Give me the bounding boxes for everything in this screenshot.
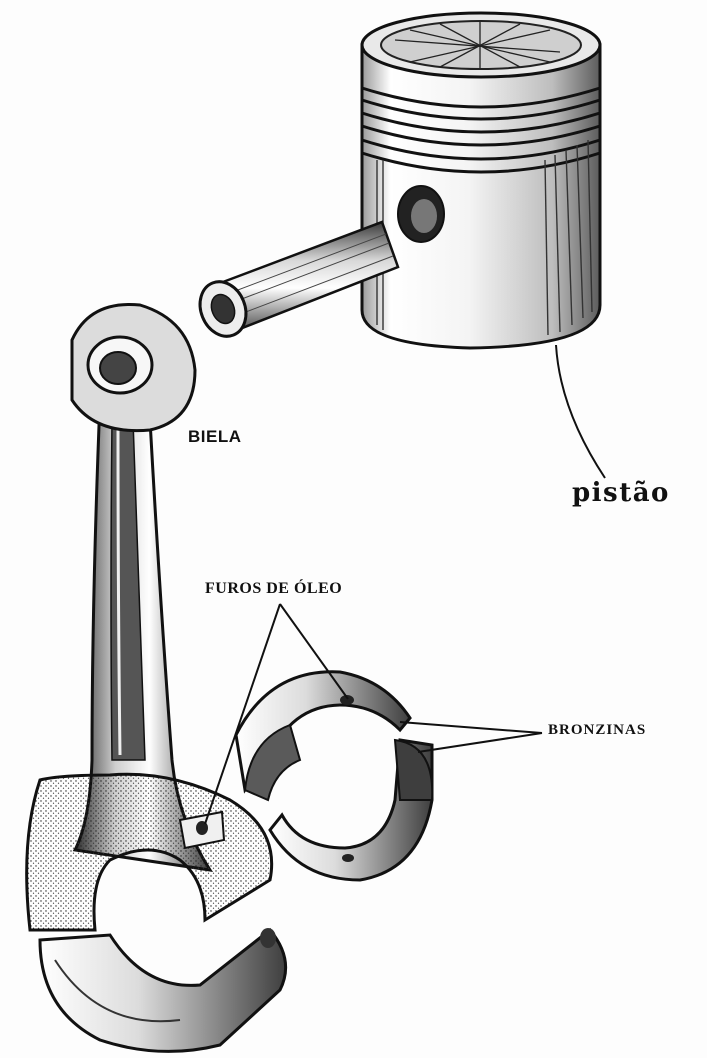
label-bronzinas: BRONZINAS [548, 722, 646, 739]
leader-bronzinas-2 [418, 733, 542, 752]
label-furos-de-oleo: FUROS DE ÓLEO [205, 580, 342, 598]
leader-bronzinas-1 [400, 722, 542, 733]
leader-pistao [556, 345, 605, 478]
connecting-rod-illustration [27, 304, 286, 1051]
piston-illustration [362, 13, 600, 348]
label-pistao: pistão [572, 478, 670, 508]
label-biela: BIELA [188, 427, 242, 447]
